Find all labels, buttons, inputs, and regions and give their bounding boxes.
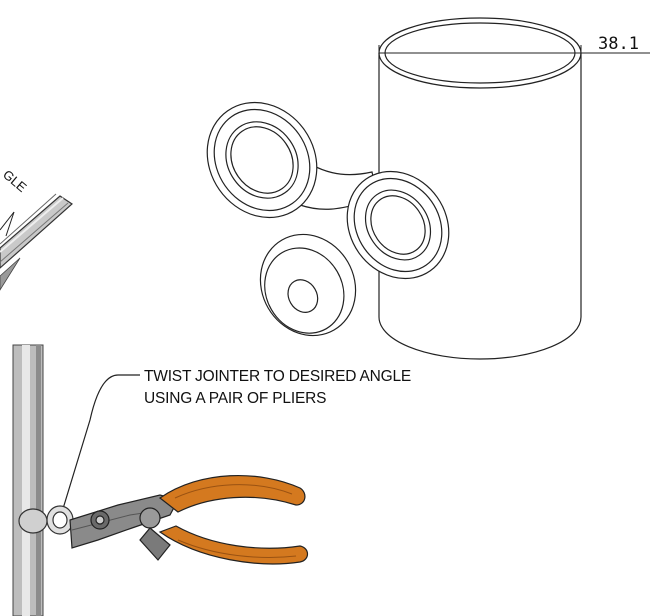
partial-angle-pipe [0, 193, 73, 291]
twin-ring-jointer [206, 101, 450, 337]
pole-jointer-ring [18, 505, 74, 535]
diameter-label: 38.1 [598, 34, 639, 54]
pliers [69, 474, 309, 565]
angle-label-fragment: GLE [0, 167, 30, 195]
diameter-dimension [378, 45, 650, 60]
vertical-pole [12, 344, 44, 616]
note-leader-line [61, 374, 140, 513]
note-line-1: TWIST JOINTER TO DESIRED ANGLE [144, 368, 411, 385]
note-line-2: USING A PAIR OF PLIERS [144, 390, 326, 407]
